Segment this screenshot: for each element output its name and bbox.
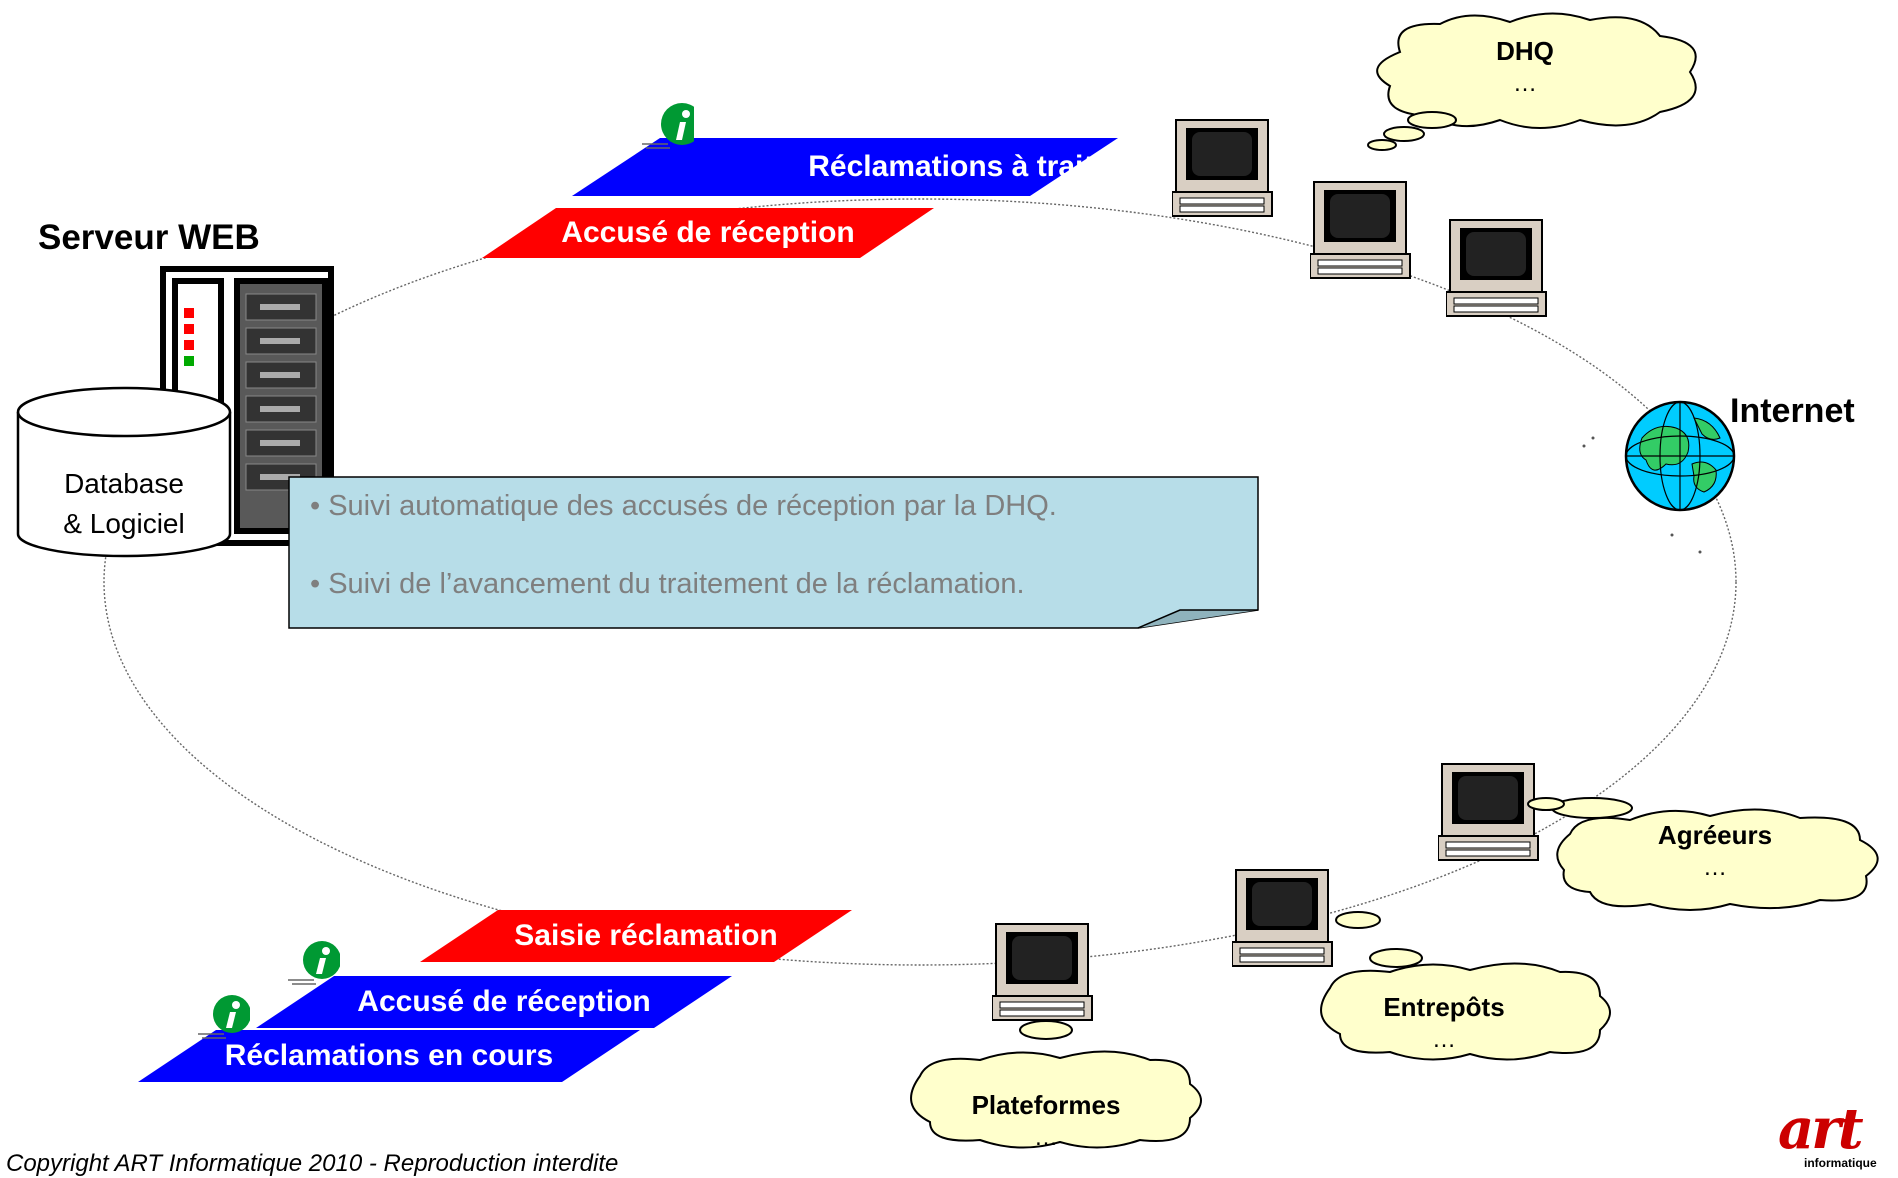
info-icon <box>288 941 340 985</box>
bar-label: Réclamations à traiter <box>808 150 1122 183</box>
cloud-more: … <box>1513 70 1537 97</box>
cloud-plateformes: Plateformes … <box>890 1018 1214 1167</box>
computer-icon <box>1446 219 1547 317</box>
note-line-2: • Suivi de l’avancement du traitement de… <box>310 568 1025 600</box>
computer-icon <box>1232 869 1333 967</box>
internet-label: Internet <box>1730 392 1855 430</box>
copyright-notice: Copyright ART Informatique 2010 - Reprod… <box>6 1150 619 1177</box>
globe-icon <box>1624 400 1736 512</box>
cloud-more: … <box>1703 854 1727 881</box>
computer-icon <box>1438 763 1539 861</box>
logo-wordmark: art <box>1778 1096 1864 1162</box>
logo-subtext: informatique <box>1804 1156 1877 1170</box>
server-title: Serveur WEB <box>38 218 260 257</box>
bar-label: Accusé de réception <box>357 985 651 1018</box>
cloud-title: DHQ <box>1496 36 1554 66</box>
cloud-dhq: DHQ … <box>1360 12 1712 154</box>
art-informatique-logo: art informatique <box>1774 1096 1877 1170</box>
computer-icon <box>1310 181 1411 279</box>
database-label-line1: Database <box>64 468 184 499</box>
feature-note: • Suivi automatique des accusés de récep… <box>288 476 1260 630</box>
bar-reclamations-en-cours: Réclamations en cours <box>136 1028 642 1084</box>
bar-saisie-reclamation: Saisie réclamation <box>418 908 854 964</box>
bar-accuse-reception-top: Accusé de réception <box>480 206 936 260</box>
computer-icon <box>992 923 1093 1021</box>
info-icon <box>198 995 250 1039</box>
database-label-line2: & Logiciel <box>63 508 185 539</box>
cloud-agreeurs: Agréeurs … <box>1520 796 1892 914</box>
cloud-title: Plateformes <box>971 1090 1121 1120</box>
computer-icon <box>1172 119 1273 217</box>
info-icon <box>642 103 694 149</box>
bar-label: Saisie réclamation <box>514 919 778 952</box>
cloud-title: Agréeurs <box>1657 820 1773 850</box>
cloud-more: … <box>1034 1124 1058 1151</box>
bar-label: Accusé de réception <box>561 216 855 249</box>
cloud-more: … <box>1432 1026 1456 1053</box>
note-line-1: • Suivi automatique des accusés de récep… <box>310 490 1057 522</box>
cloud-entrepots: Entrepôts … <box>1300 900 1620 1068</box>
bar-label: Réclamations en cours <box>224 1039 554 1072</box>
cloud-title: Entrepôts <box>1383 992 1505 1022</box>
database-cylinder-icon <box>16 386 232 558</box>
bar-accuse-reception-bottom: Accusé de réception <box>254 974 734 1030</box>
bar-reclamations-a-traiter: Réclamations à traiter <box>570 136 1122 198</box>
